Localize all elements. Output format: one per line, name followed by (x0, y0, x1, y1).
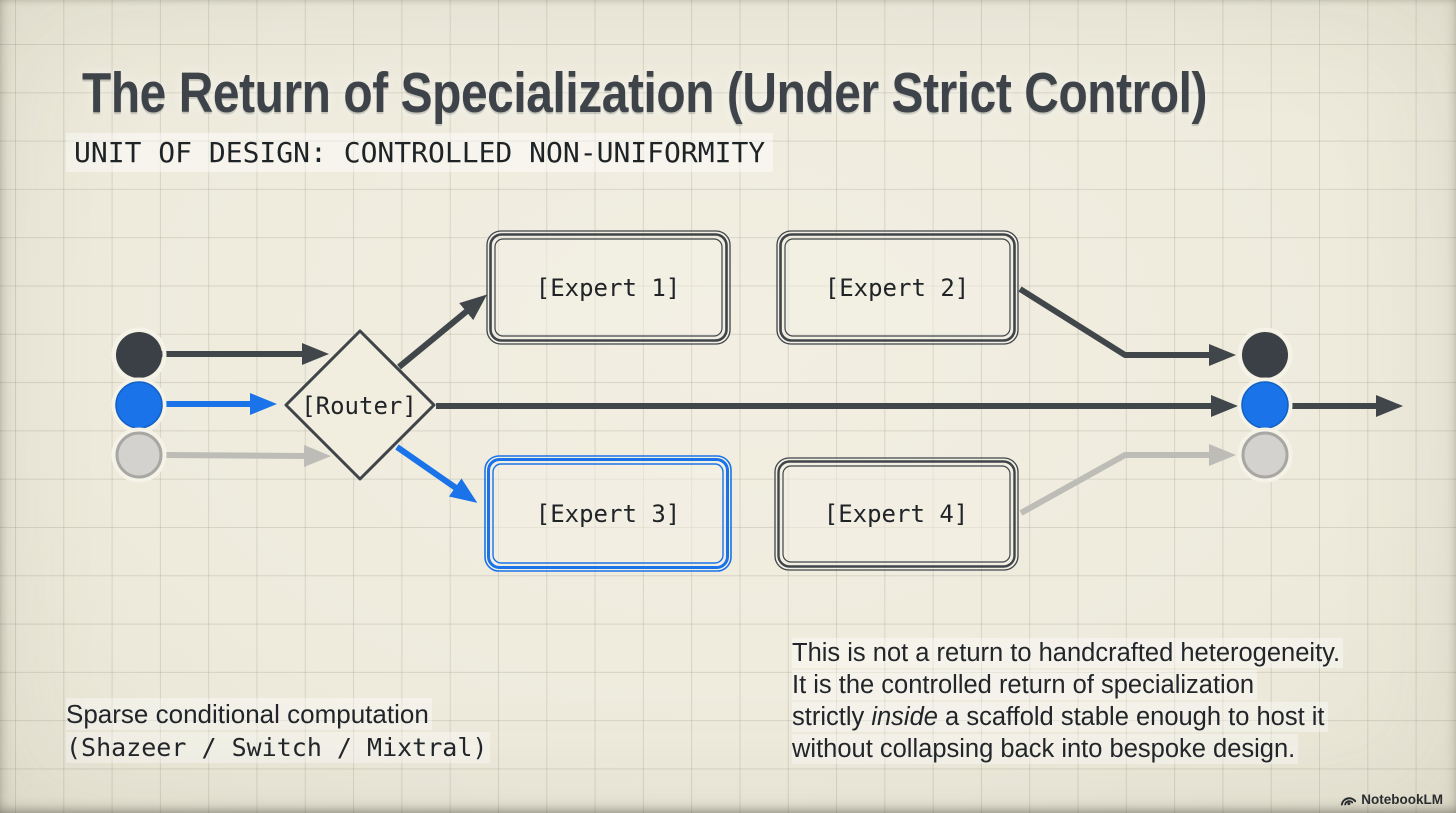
slide-subtitle: UNIT OF DESIGN: CONTROLLED NON-UNIFORMIT… (66, 133, 774, 172)
line-expert2-to-output (1018, 286, 1236, 366)
input-tokens (111, 327, 167, 483)
caption-right-line2: It is the controlled return of specializ… (792, 670, 1258, 700)
expert-1-label: [Expert 1] (536, 274, 681, 302)
output-tokens (1237, 327, 1293, 483)
arrow-router-to-expert3 (395, 444, 478, 503)
caption-right-line1: This is not a return to handcrafted hete… (792, 638, 1344, 668)
watermark-label: NotebookLM (1361, 792, 1443, 807)
caption-left-line1: Sparse conditional computation (66, 698, 432, 730)
expert-3-box: [Expert 3] (484, 455, 732, 572)
token-dark-in (116, 332, 162, 378)
token-gray-out (1241, 431, 1289, 479)
caption-right-line3: strictly inside a scaffold stable enough… (792, 702, 1328, 732)
token-dark-out (1242, 332, 1288, 378)
caption-controlled-return: This is not a return to handcrafted hete… (792, 637, 1344, 765)
expert-4-label: [Expert 4] (824, 500, 969, 528)
notebooklm-logo-icon (1341, 797, 1357, 806)
expert-4-box: [Expert 4] (774, 457, 1019, 571)
page-title: The Return of Specialization (Under Stri… (82, 61, 1208, 125)
expert-1-box: [Expert 1] (486, 230, 731, 345)
expert-3-label: [Expert 3] (536, 500, 681, 528)
line-expert4-to-output (1019, 444, 1236, 516)
expert-2-box: [Expert 2] (776, 230, 1019, 345)
caption-left-line2: (Shazeer / Switch / Mixtral) (66, 732, 491, 763)
arrow-router-to-expert1 (397, 294, 488, 370)
caption-sparse-computation: Sparse conditional computation (Shazeer … (66, 698, 491, 764)
router-node: [Router] (284, 329, 436, 481)
token-blue-in (115, 381, 163, 429)
caption-right-line4: without collapsing back into bespoke des… (792, 734, 1299, 764)
router-label: [Router] (301, 392, 417, 420)
token-blue-out (1241, 381, 1289, 429)
token-gray-in (115, 431, 163, 479)
notebooklm-watermark: NotebookLM (1340, 792, 1443, 807)
expert-2-label: [Expert 2] (825, 274, 970, 302)
arrow-token-gray-to-router (163, 444, 331, 467)
